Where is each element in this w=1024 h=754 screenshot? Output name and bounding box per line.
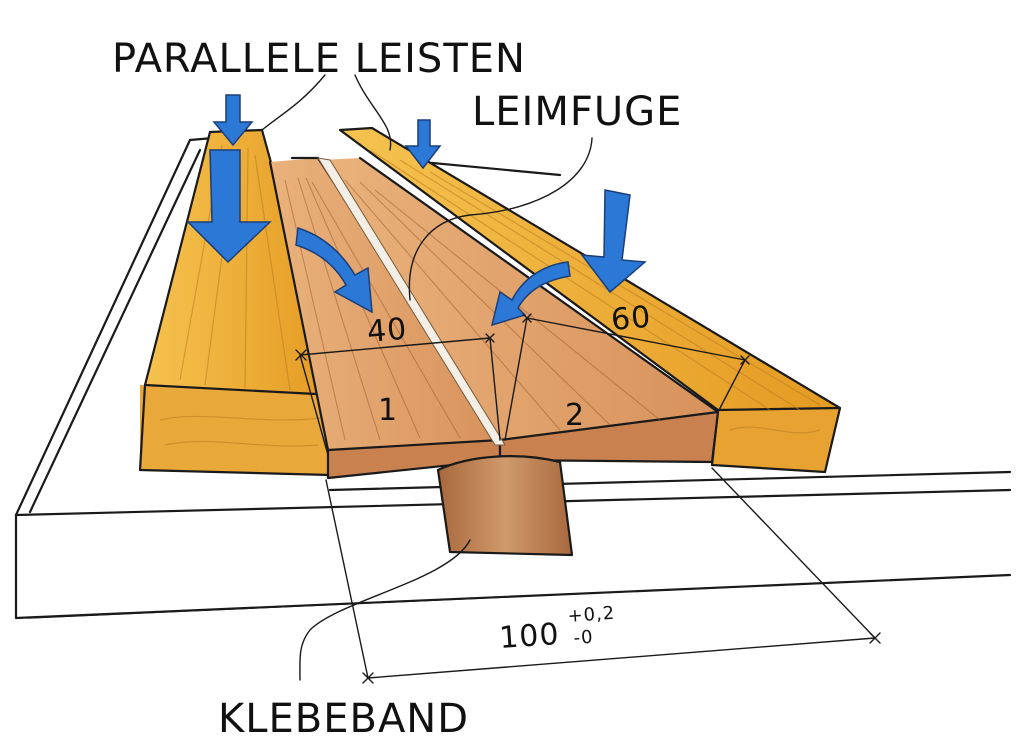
arrow-down-icon (212, 94, 254, 147)
glue-joint-label: LEIMFUGE (472, 89, 682, 135)
arrow-down-icon (580, 189, 647, 294)
arrow-curved-icon (490, 261, 571, 327)
workpiece-1 (268, 156, 502, 480)
left-parallel-strip (138, 128, 337, 477)
dimension-lines (295, 313, 881, 684)
arrow-down-icon (404, 119, 442, 170)
tape-label: KLEBEBAND (218, 696, 469, 742)
piece-number-1: 1 (378, 393, 398, 428)
glue-joint (316, 157, 506, 446)
arrow-down-icon (186, 149, 272, 264)
piece-number-2: 2 (565, 398, 585, 433)
arrow-curved-icon (295, 227, 373, 314)
dimension-100: 100 (498, 617, 561, 656)
pressure-arrows (186, 94, 647, 327)
dimension-40: 40 (366, 312, 409, 350)
tolerance-minus: -0 (573, 627, 594, 649)
parallel-strips-label: PARALLELE LEISTEN (112, 36, 526, 82)
dimension-60: 60 (610, 300, 653, 338)
adhesive-tape (436, 455, 574, 557)
right-parallel-strip (338, 126, 842, 474)
tolerance-plus: +0,2 (567, 603, 616, 627)
leader-lines (261, 74, 593, 681)
labels: PARALLELE LEISTEN LEIMFUGE KLEBEBAND 40 … (112, 36, 682, 742)
